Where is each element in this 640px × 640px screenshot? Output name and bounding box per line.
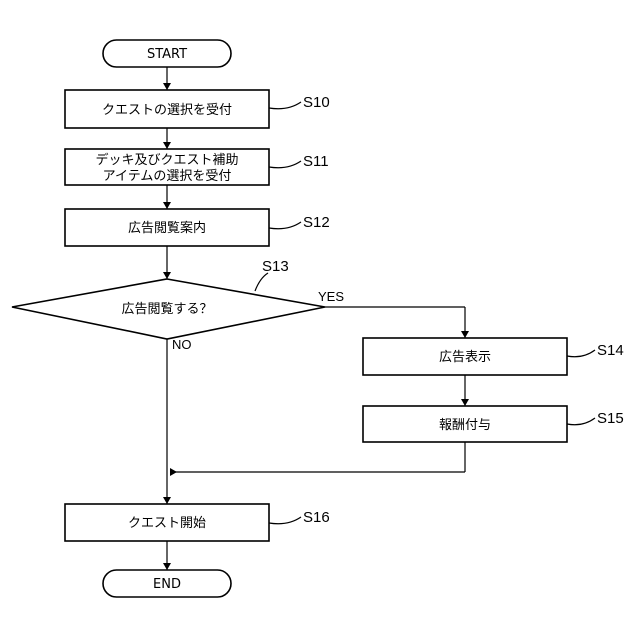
process-s11-label-line2: アイテムの選択を受付	[103, 169, 232, 184]
branch-yes-label: YES	[318, 289, 344, 304]
step-label-s16: S16	[303, 509, 330, 526]
process-s15-label: 報酬付与	[439, 418, 491, 433]
leader-s15	[567, 418, 595, 425]
arrowhead-to-s15	[461, 399, 469, 406]
leader-s11	[269, 161, 301, 168]
step-label-s11: S11	[303, 153, 329, 170]
arrowhead-to-s14	[461, 331, 469, 338]
end-label: END	[153, 577, 181, 592]
arrowhead-to-s13	[163, 272, 171, 279]
arrowhead-to-end	[163, 563, 171, 570]
process-s14-label: 広告表示	[439, 350, 491, 365]
step-label-s14: S14	[597, 342, 624, 359]
step-label-s10: S10	[303, 94, 330, 111]
decision-s13-label: 広告閲覧する？	[121, 301, 212, 317]
branch-no-label: NO	[172, 337, 192, 352]
process-s12-label: 広告閲覧案内	[128, 220, 206, 236]
arrowhead-to-s16	[163, 497, 171, 504]
step-label-s15: S15	[597, 410, 624, 427]
leader-s13	[255, 273, 268, 291]
start-label: START	[147, 47, 187, 62]
process-s16-label: クエスト開始	[128, 516, 206, 531]
process-s11-label-line1: デッキ及びクエスト補助	[95, 152, 238, 168]
leader-s16	[269, 517, 301, 524]
arrowhead-to-s12	[163, 202, 171, 209]
leader-s10	[269, 102, 301, 109]
leader-s14	[567, 350, 595, 357]
process-s10-label: クエストの選択を受付	[102, 103, 232, 118]
step-label-s12: S12	[303, 214, 330, 231]
leader-s12	[269, 222, 301, 229]
arrowhead-to-s11	[163, 142, 171, 149]
arrowhead-to-s10	[163, 83, 171, 90]
arrowhead-merge	[170, 468, 177, 476]
step-label-s13: S13	[262, 258, 289, 275]
